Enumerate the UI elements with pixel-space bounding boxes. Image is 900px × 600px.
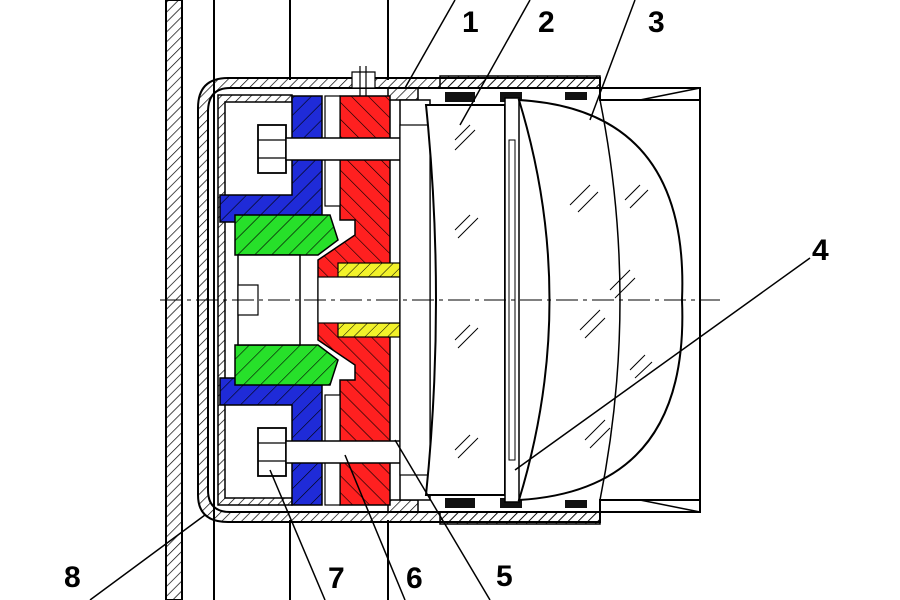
callout-1: 1 — [462, 6, 479, 39]
callout-7: 7 — [328, 562, 345, 595]
callout-labels: 1 2 3 4 5 6 7 8 — [64, 6, 829, 595]
callout-2: 2 — [538, 6, 555, 39]
callout-8: 8 — [64, 561, 81, 594]
callout-3: 3 — [648, 6, 665, 39]
lens-seals — [445, 92, 587, 508]
callout-4: 4 — [812, 234, 829, 267]
callout-6: 6 — [406, 562, 423, 595]
callout-5: 5 — [496, 560, 513, 593]
leader-lines — [89, 0, 811, 600]
front-barrel — [439, 75, 701, 525]
top-bracket — [351, 66, 376, 96]
lens-sleeve — [387, 87, 419, 513]
